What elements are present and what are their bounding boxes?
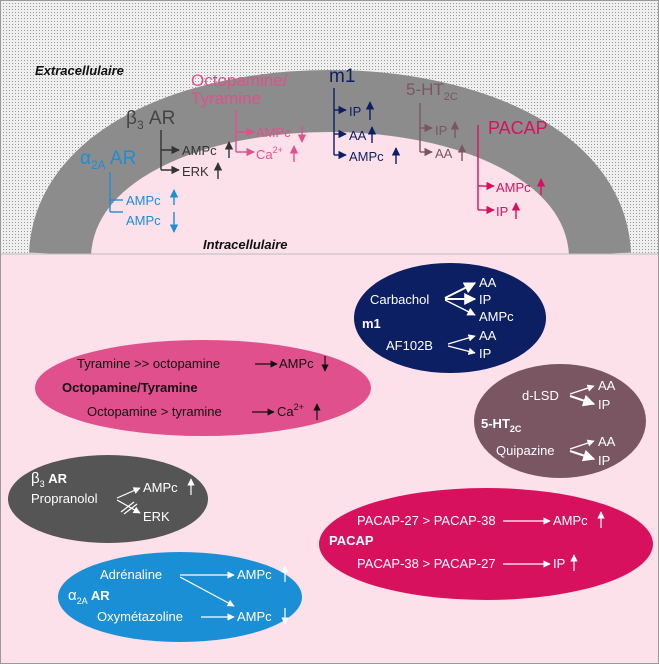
octopamine-line-2-output: Ca2+ [277,402,304,419]
af102b-output-aa: AA [479,328,497,343]
pacap-output-ip: IP [496,204,508,219]
pacap-line-1-output: AMPc [553,513,588,528]
beta3-box-title: β3 AR [31,470,68,489]
octopamine-receptor-label-line2: Tyramine [191,89,261,108]
dlsd-to-ip-arrow [569,394,596,407]
m1-ellipse [354,263,546,373]
octopamine-ellipse [35,340,371,436]
membrane-5ht2c-receptor: 5-HT2C IP AA [406,80,467,161]
carbachol-to-aa-arrow [444,282,477,299]
membrane-beta3-receptor: β3 AR AMPc ERK [126,108,234,179]
pacap-box-title: PACAP [329,533,374,548]
quipazine-output-ip: IP [598,453,610,468]
cell-membrane [29,70,631,258]
quipazine-to-aa-arrow [569,439,595,450]
membrane-m1-receptor: m1 IP AA AMPc [329,66,401,164]
carbachol-output-ip: IP [479,292,491,307]
5ht2c-output-aa: AA [435,146,453,161]
pacap-output-ampc: AMPc [496,180,531,195]
octopamine-pharmacology-box: Tyramine >> octopamine AMPc Octopamine/T… [35,340,371,436]
beta3-output-erk: ERK [182,164,209,179]
octopamine-output-ampc: AMPc [256,125,291,140]
propranolol-erk-block-mark [120,501,135,513]
m1-output-ip: IP [349,104,361,119]
m1-output-aa: AA [349,128,367,143]
octopamine-output-calcium: Ca2+ [256,145,283,162]
carbachol-output-aa: AA [479,275,497,290]
af102b-to-ip-arrow [447,345,476,355]
beta3-output-ampc: AMPc [182,143,217,158]
pacap-line-2-output: IP [553,556,565,571]
intracellular-label: Intracellulaire [203,237,288,252]
adrenaline-to-ampc-down-arrow [179,576,235,607]
propranolol-to-ampc-arrow [116,487,141,499]
alpha2a-receptor-label: α2A AR [80,148,136,172]
beta3-box-output-erk: ERK [143,509,170,524]
alpha2a-box-title: α2A AR [68,587,110,606]
m1-ligand-carbachol: Carbachol [370,292,429,307]
quipazine-output-aa: AA [598,434,616,449]
alpha2a-output-ampc-down: AMPc [126,213,161,228]
octopamine-line-1: Tyramine >> octopamine [77,356,220,371]
octopamine-box-title: Octopamine/Tyramine [62,380,198,395]
pacap-pharmacology-box: PACAP-27 > PACAP-38 AMPc PACAP PACAP-38 … [319,488,653,600]
carbachol-output-ampc: AMPc [479,309,514,324]
extracellular-label: Extracellulaire [35,63,124,78]
carbachol-to-ampc-arrow [444,299,476,316]
5ht2c-pharmacology-box: d-LSD AA IP 5-HT2C Quipazine AA IP [474,364,646,478]
m1-pharmacology-box: Carbachol AA IP AMPc m1 AF102B AA IP [354,263,546,373]
beta3-pharmacology-box: β3 AR Propranolol AMPc ERK [8,455,208,543]
af102b-output-ip: IP [479,346,491,361]
pacap-line-2: PACAP-38 > PACAP-27 [357,556,496,571]
m1-ligand-af102b: AF102B [386,338,433,353]
membrane-pacap-receptor: PACAP AMPc IP [477,118,548,219]
5ht2c-output-ip: IP [435,123,447,138]
dlsd-output-aa: AA [598,378,616,393]
alpha2a-ligand-adrenaline: Adrénaline [100,567,162,582]
m1-box-title: m1 [362,316,381,331]
alpha2a-pharmacology-box: Adrénaline AMPc α2A AR Oxymétazoline AMP… [58,552,302,642]
quipazine-to-ip-arrow [569,449,596,462]
5ht2c-box-title: 5-HT2C [481,416,522,434]
octopamine-line-1-output: AMPc [279,356,314,371]
pacap-receptor-label: PACAP [488,118,548,138]
beta3-ligand-propranolol: Propranolol [31,491,98,506]
m1-receptor-label: m1 [329,66,355,87]
pacap-ellipse [319,488,653,600]
5ht2c-receptor-label: 5-HT2C [406,80,458,103]
dlsd-output-ip: IP [598,397,610,412]
octopamine-receptor-label-line1: Octopamine/ [191,71,288,90]
octopamine-line-2: Octopamine > tyramine [87,404,222,419]
5ht2c-ligand-dlsd: d-LSD [522,388,559,403]
alpha2a-box-output-ampc-up: AMPc [237,567,272,582]
m1-output-ampc: AMPc [349,149,384,164]
alpha2a-box-output-ampc-down: AMPc [237,609,272,624]
5ht2c-ellipse [474,364,646,478]
af102b-to-aa-arrow [447,334,476,345]
beta3-ellipse [8,455,208,543]
alpha2a-ligand-oxymetazoline: Oxymétazoline [97,609,183,624]
dlsd-to-aa-arrow [569,384,595,395]
5ht2c-ligand-quipazine: Quipazine [496,443,555,458]
membrane-octopamine-receptor: Octopamine/ Tyramine AMPc Ca2+ [191,71,307,162]
alpha2a-ellipse [58,552,302,642]
pacap-line-1: PACAP-27 > PACAP-38 [357,513,496,528]
beta3-box-output-ampc: AMPc [143,480,178,495]
membrane-alpha2a-receptor: α2A AR AMPc AMPc [80,148,179,233]
beta3-receptor-label: β3 AR [126,108,175,132]
propranolol-erk-block-mark-2 [123,503,138,515]
alpha2a-output-ampc-up: AMPc [126,193,161,208]
